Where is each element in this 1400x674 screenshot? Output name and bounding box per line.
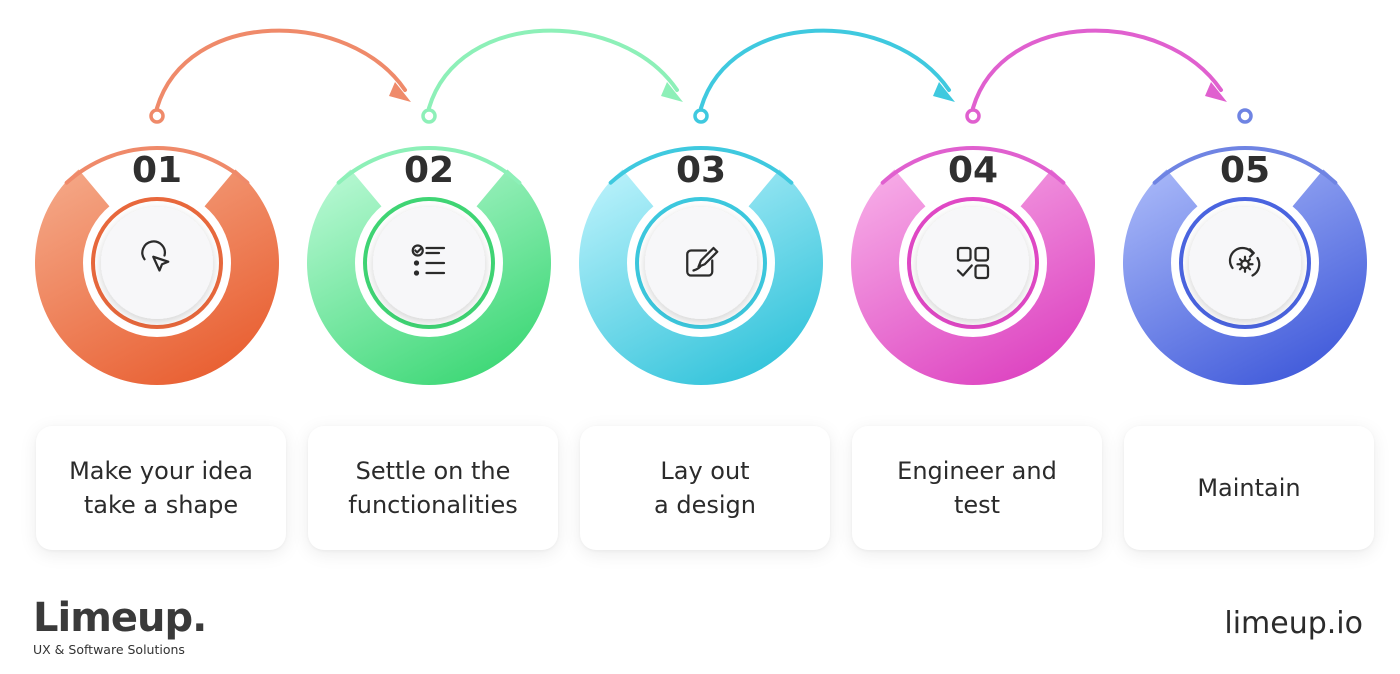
- steps-group: 01 02 03 04 05: [34, 108, 1367, 385]
- step-label: Engineer and test: [897, 457, 1057, 519]
- arrowhead: [933, 82, 955, 102]
- app-grid-check-icon: [956, 246, 990, 280]
- checklist-icon: [411, 244, 446, 276]
- arrowhead: [1205, 82, 1227, 102]
- step-top-arc: [608, 146, 794, 185]
- process-diagram: 01 02 03 04 05: [34, 28, 1367, 385]
- step-number: 02: [404, 150, 454, 191]
- step-top-arc: [880, 146, 1066, 185]
- step-label: Maintain: [1197, 474, 1301, 502]
- step-node: [965, 108, 981, 124]
- step-node: [1237, 108, 1253, 124]
- step-number: 05: [1220, 150, 1270, 191]
- step-02: 02: [306, 108, 551, 385]
- website-link[interactable]: limeup.io: [1224, 606, 1363, 641]
- connector-arrow: [155, 28, 407, 110]
- step-icon-button: [917, 207, 1029, 319]
- brand-name: Limeup.: [33, 595, 207, 641]
- step-label: Settle on the functionalities: [348, 457, 518, 519]
- step-node: [421, 108, 437, 124]
- brand-tagline: UX & Software Solutions: [33, 642, 185, 657]
- step-accent-ring: [91, 197, 223, 329]
- step-card-03: Lay out a design: [580, 426, 830, 550]
- step-number: 03: [676, 150, 726, 191]
- step-icon-button: [1189, 207, 1301, 319]
- step-05: 05: [1123, 108, 1367, 385]
- step-accent-ring: [635, 197, 767, 329]
- step-card-05: Maintain: [1124, 426, 1374, 550]
- edit-design-icon: [686, 246, 719, 277]
- step-node: [693, 108, 709, 124]
- step-connectors: [155, 28, 1227, 110]
- step-number: 04: [948, 150, 998, 191]
- step-01: 01: [34, 108, 279, 385]
- step-node: [149, 108, 165, 124]
- step-label: Lay out a design: [654, 457, 756, 519]
- settings-refresh-icon: [1228, 246, 1261, 277]
- cursor-select-icon: [141, 240, 170, 272]
- brand-logo: Limeup. UX & Software Solutions: [33, 595, 207, 657]
- step-03: 03: [578, 108, 823, 385]
- connector-arrow: [427, 28, 679, 110]
- step-card-02: Settle on the functionalities: [308, 426, 558, 550]
- connector-arrow: [971, 28, 1223, 110]
- step-04: 04: [850, 108, 1095, 385]
- step-accent-ring: [363, 197, 495, 329]
- step-card-04: Engineer and test: [852, 426, 1102, 550]
- step-label: Make your idea take a shape: [69, 457, 253, 519]
- step-accent-ring: [1179, 197, 1311, 329]
- arrowhead: [389, 82, 411, 102]
- step-top-arc: [64, 146, 250, 185]
- step-top-arc: [336, 146, 522, 185]
- arrowhead: [661, 82, 683, 102]
- step-card-01: Make your idea take a shape: [36, 426, 286, 550]
- step-top-arc: [1152, 146, 1338, 185]
- step-number: 01: [132, 150, 182, 191]
- connector-arrow: [699, 28, 951, 110]
- step-accent-ring: [907, 197, 1039, 329]
